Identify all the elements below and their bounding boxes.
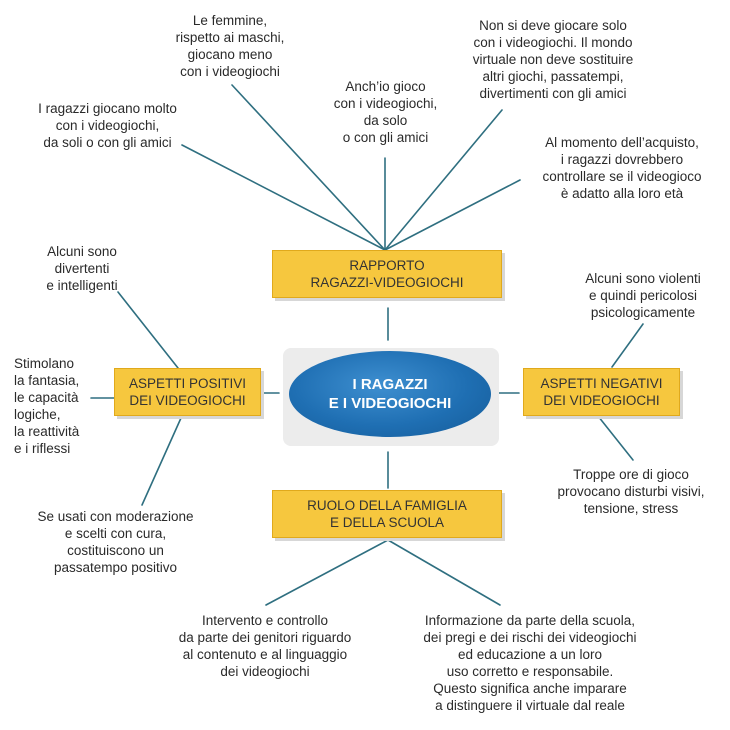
link-left-note-3 bbox=[141, 417, 182, 506]
bottom-note-2: Informazione da parte della scuola, dei … bbox=[423, 613, 637, 713]
left-note-2: Stimolano la fantasia, le capacità logic… bbox=[14, 356, 80, 456]
link-bottom-note-2 bbox=[387, 539, 501, 606]
branch-top-box: RAPPORTO RAGAZZI-VIDEOGIOCHI bbox=[272, 250, 502, 298]
branch-left-box: ASPETTI POSITIVI DEI VIDEOGIOCHI bbox=[114, 368, 261, 416]
top-note-1: I ragazzi giocano molto con i videogioch… bbox=[38, 101, 177, 150]
link-top-note-4 bbox=[384, 109, 503, 251]
link-top-note-5 bbox=[384, 179, 521, 251]
branch-bottom-box: RUOLO DELLA FAMIGLIA E DELLA SCUOLA bbox=[272, 490, 502, 538]
link-top-note-1 bbox=[181, 144, 386, 251]
right-note-1: Alcuni sono violenti e quindi pericolosi… bbox=[585, 271, 701, 320]
top-note-4: Non si deve giocare solo con i videogioc… bbox=[472, 18, 634, 101]
left-note-1: Alcuni sono divertenti e intelligenti bbox=[46, 244, 118, 293]
link-bottom-note-1 bbox=[265, 539, 389, 606]
bottom-note-1: Intervento e controllo da parte dei geni… bbox=[178, 613, 352, 679]
top-note-5: Al momento dell’acquisto, i ragazzi dovr… bbox=[542, 135, 702, 201]
link-left-note-1 bbox=[117, 291, 179, 369]
branch-right-box: ASPETTI NEGATIVI DEI VIDEOGIOCHI bbox=[523, 368, 680, 416]
central-topic: I RAGAZZI E I VIDEOGIOCHI bbox=[289, 351, 491, 437]
link-right-note-1 bbox=[611, 323, 644, 368]
left-note-3: Se usati con moderazione e scelti con cu… bbox=[37, 509, 194, 575]
top-note-3: Anch’io gioco con i videogiochi, da solo… bbox=[333, 79, 438, 145]
link-top-note-2 bbox=[231, 84, 386, 251]
top-note-2: Le femmine, rispetto ai maschi, giocano … bbox=[175, 13, 285, 79]
right-note-2: Troppe ore di gioco provocano disturbi v… bbox=[557, 467, 705, 516]
link-right-note-2 bbox=[597, 415, 634, 461]
